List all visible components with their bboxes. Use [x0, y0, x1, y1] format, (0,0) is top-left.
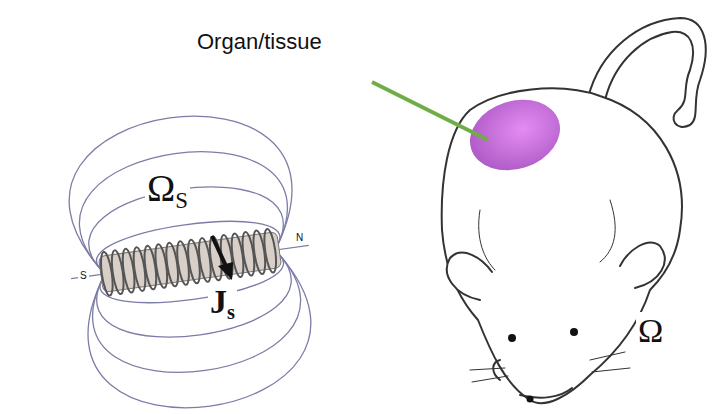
coil-windings [99, 228, 278, 296]
callout-label: Organ/tissue [195, 30, 324, 54]
solenoid [51, 101, 329, 414]
pole-label: N [294, 232, 305, 243]
mouse-outline [442, 18, 706, 403]
current-label: Js [208, 283, 237, 324]
coil-turn [262, 228, 278, 273]
region-label: ΩS [145, 168, 190, 213]
region-label: Ω [636, 312, 665, 349]
mouse-eye [508, 334, 516, 342]
leader-line [372, 82, 488, 140]
current-arrow [212, 236, 226, 266]
mouse-nose [527, 396, 534, 403]
current-arrowhead [218, 262, 233, 280]
mouse-eye [570, 328, 578, 336]
field-lines [59, 102, 321, 414]
pole-label: S [78, 270, 89, 281]
